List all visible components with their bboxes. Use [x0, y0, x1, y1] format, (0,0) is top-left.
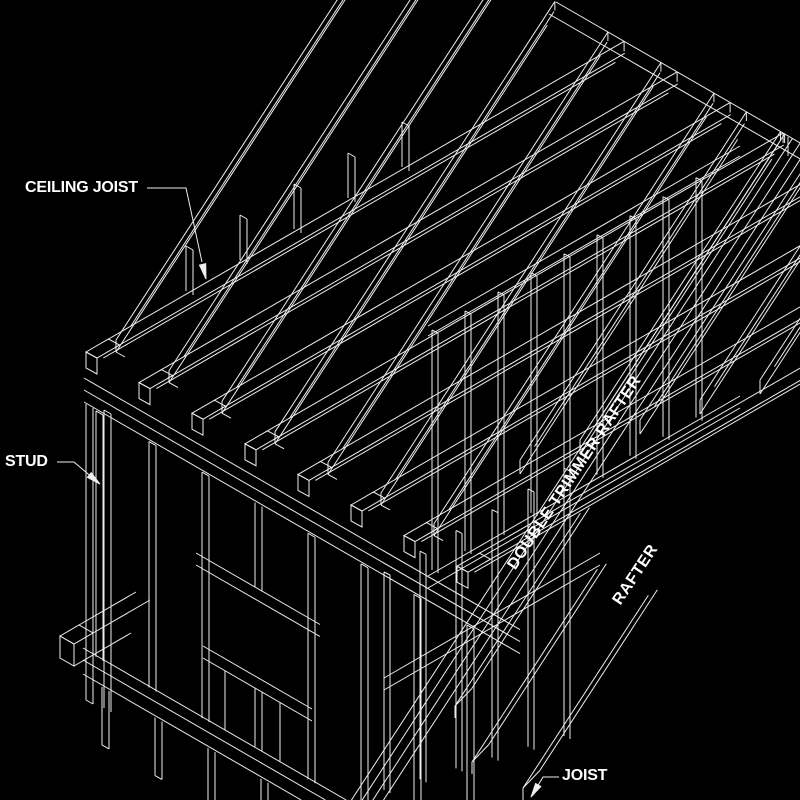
front-wall-group: [83, 377, 521, 800]
upper-rafters-group: [115, 0, 715, 542]
girder-end: [58, 591, 151, 667]
far-wall-stud-stubs: [185, 121, 410, 295]
label-joist: JOIST: [562, 767, 608, 784]
ridge-beam: [548, 1, 800, 160]
side-wall-group: [427, 145, 741, 589]
leader-joist: [530, 776, 559, 798]
label-ceiling-joist: CEILING JOIST: [25, 179, 138, 196]
label-stud: STUD: [5, 453, 48, 470]
lower-cripple-studs: [101, 686, 269, 800]
floor-joists-group: [454, 507, 658, 800]
rafters-group: [519, 111, 800, 475]
leader-ceiling-joist: [147, 187, 207, 280]
floor-band: [82, 647, 347, 800]
ceiling-joists-group: [84, 40, 800, 590]
leader-stud: [57, 461, 101, 485]
